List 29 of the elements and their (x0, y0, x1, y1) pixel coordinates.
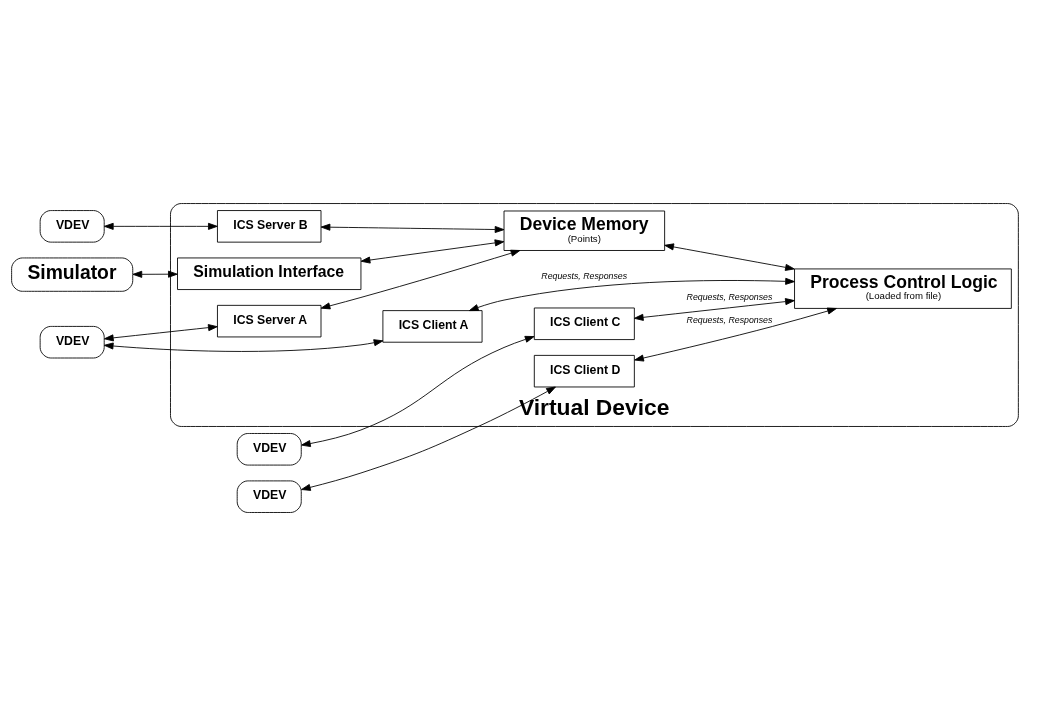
arrow (301, 386, 556, 491)
arrow (468, 277, 795, 311)
arrow (104, 324, 218, 342)
node-box: VDEV (236, 433, 302, 466)
arrow (320, 249, 521, 310)
edge-label: Requests, Responses (686, 292, 773, 303)
node-box: VDEV (236, 480, 302, 513)
node-box: VDEV (39, 210, 105, 243)
edge-label: Requests, Responses (541, 271, 628, 282)
edge-label: Requests, Responses (686, 314, 773, 325)
arrow (664, 243, 795, 271)
node-box: Simulator (11, 257, 134, 292)
arrow (132, 270, 178, 278)
node-box: ICS Server B (217, 210, 322, 243)
arrow (104, 222, 218, 230)
arrow (633, 298, 795, 321)
node-box: ICS Client D (533, 354, 635, 388)
node-box: Simulation Interface (177, 257, 362, 290)
arrow (360, 239, 505, 264)
arrow (103, 339, 384, 352)
node-box: VDEV (39, 325, 105, 359)
node-box: Process Control Logic (Loaded from file) (794, 268, 1012, 309)
node-box: ICS Client C (533, 307, 635, 340)
arrow (301, 335, 535, 448)
node-box: Device Memory (Points) (503, 210, 666, 251)
arrow (634, 307, 837, 362)
node-box: ICS Client A (382, 310, 483, 343)
arrow (320, 223, 505, 233)
node-box: ICS Server A (217, 304, 322, 338)
